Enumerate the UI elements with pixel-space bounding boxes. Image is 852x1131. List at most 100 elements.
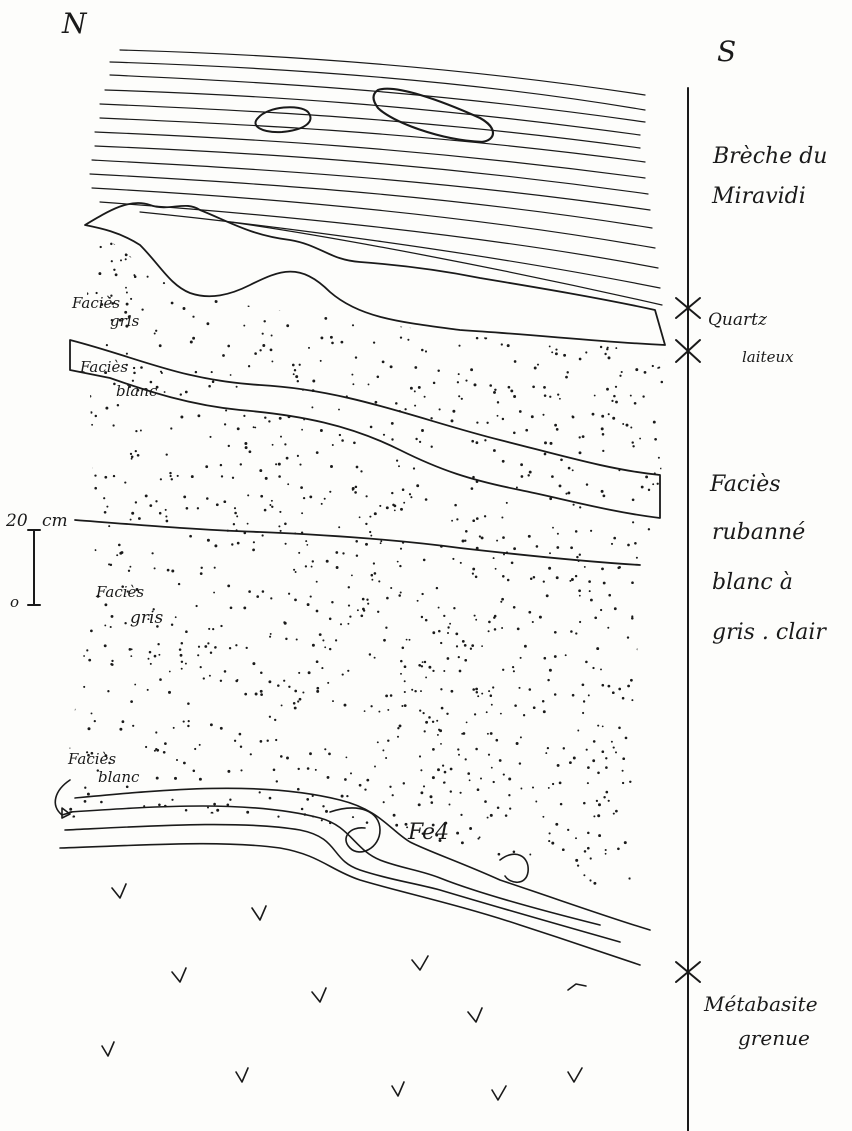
stipple-dot	[457, 381, 459, 383]
stipple-dot	[410, 305, 412, 307]
stipple-dot	[179, 648, 182, 651]
stipple-dot	[175, 616, 177, 618]
stipple-dot	[359, 287, 361, 289]
stipple-dot	[183, 496, 186, 499]
stipple-dot	[600, 346, 602, 348]
stipple-dot	[351, 253, 354, 256]
stipple-dot	[111, 615, 114, 618]
stipple-dot	[466, 722, 468, 724]
stipple-dot	[472, 519, 475, 522]
stipple-dot	[462, 640, 465, 643]
stipple-dot	[513, 606, 516, 609]
stipple-dot	[164, 391, 166, 393]
stipple-dot	[557, 393, 559, 395]
stipple-dot	[436, 238, 439, 241]
stipple-dot	[139, 822, 142, 825]
stipple-dot	[224, 423, 226, 425]
stipple-dot	[648, 489, 650, 491]
stipple-dot	[277, 816, 279, 818]
stipple-dot	[201, 845, 203, 847]
stipple-dot	[656, 559, 658, 561]
stipple-dot	[605, 853, 607, 855]
stipple-dot	[154, 333, 156, 335]
stipple-dot	[385, 757, 387, 759]
stipple-dot	[200, 572, 203, 575]
stipple-dot	[481, 536, 484, 539]
stipple-dot	[645, 836, 647, 838]
stipple-dot	[236, 515, 238, 517]
stipple-dot	[88, 857, 91, 860]
stipple-dot	[656, 718, 659, 721]
stipple-dot	[190, 255, 192, 257]
stipple-dot	[627, 685, 630, 688]
stipple-dot	[615, 810, 618, 813]
stipple-dot	[365, 543, 368, 546]
stipple-dot	[414, 390, 416, 392]
stipple-dot	[565, 654, 567, 656]
stipple-dot	[240, 746, 242, 748]
stipple-dot	[645, 700, 648, 703]
stipple-dot	[89, 839, 91, 841]
stipple-dot	[619, 375, 621, 377]
stipple-dot	[207, 642, 209, 644]
stipple-dot	[421, 593, 423, 595]
stipple-dot	[122, 851, 125, 854]
stipple-dot	[331, 601, 333, 603]
stipple-dot	[445, 323, 447, 325]
stipple-dot	[514, 360, 517, 363]
stipple-dot	[312, 560, 314, 562]
stipple-dot	[419, 709, 421, 711]
stipple-dot	[580, 334, 582, 336]
stipple-dot	[205, 465, 208, 468]
stipple-dot	[286, 324, 289, 327]
stipple-dot	[436, 587, 438, 589]
stipple-dot	[579, 554, 581, 556]
stipple-dot	[668, 878, 671, 881]
stipple-dot	[409, 493, 411, 495]
stipple-dot	[327, 776, 330, 779]
stipple-dot	[508, 778, 511, 781]
stipple-dot	[113, 269, 115, 271]
stipple-dot	[488, 630, 490, 632]
stipple-dot	[449, 314, 451, 316]
stipple-dot	[114, 242, 116, 244]
stipple-dot	[481, 693, 483, 695]
stipple-dot	[159, 512, 162, 515]
stipple-dot	[155, 731, 157, 733]
stipple-dot	[587, 832, 590, 835]
stipple-dot	[403, 782, 405, 784]
stipple-dot	[280, 530, 282, 532]
stipple-dot	[178, 583, 180, 585]
stipple-dot	[246, 647, 248, 649]
stipple-dot	[247, 494, 249, 496]
stipple-dot	[224, 670, 227, 673]
stipple-dot	[603, 495, 606, 498]
stipple-dot	[75, 432, 77, 434]
stipple-dot	[246, 811, 249, 814]
stipple-dot	[474, 383, 477, 386]
stipple-dot	[159, 678, 162, 681]
stipple-dot	[349, 856, 352, 859]
stipple-dot	[356, 554, 358, 556]
stipple-dot	[642, 296, 644, 298]
stipple-dot	[603, 582, 606, 585]
stipple-dot	[190, 341, 193, 344]
stipple-dot	[294, 690, 297, 693]
stipple-dot	[371, 579, 373, 581]
stipple-dot	[585, 351, 587, 353]
stipple-dot	[311, 291, 313, 293]
stipple-dot	[651, 547, 654, 550]
stipple-dot	[259, 349, 261, 351]
stipple-dot	[461, 841, 464, 844]
stipple-dot	[484, 515, 486, 517]
stipple-dot	[280, 436, 282, 438]
stipple-dot	[552, 901, 555, 904]
stipple-dot	[355, 540, 358, 543]
stipple-dot	[301, 429, 303, 431]
stipple-dot	[432, 670, 434, 672]
stipple-dot	[417, 600, 419, 602]
stipple-dot	[234, 507, 236, 509]
stipple-dot	[270, 349, 273, 352]
stipple-dot	[432, 721, 434, 723]
stipple-dot	[421, 665, 423, 667]
